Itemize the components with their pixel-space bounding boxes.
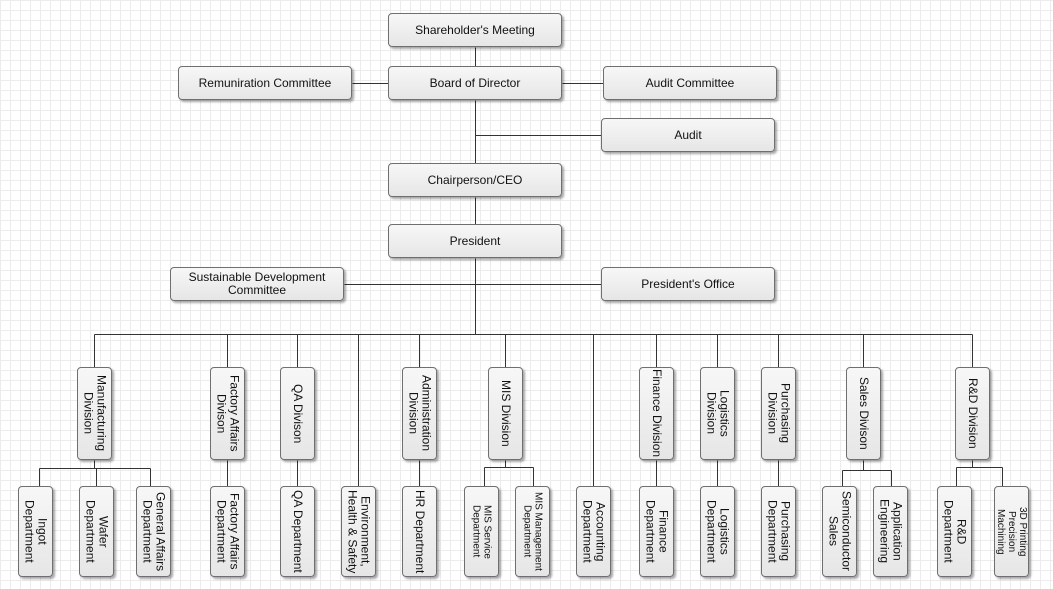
org-node-factory-affairs-div[interactable]: Factory Affairs Divison [210,367,245,460]
org-node-label: Logistics Division [704,390,732,437]
org-node-label: R&D Department [941,500,969,563]
org-node-finance-dept[interactable]: Finance Department [639,486,674,577]
org-node-label: Environment, Health & Safety [345,489,373,574]
org-node-label: President's Office [641,276,735,291]
org-node-qa-dept[interactable]: QA Department [280,486,315,577]
org-node-purchasing-dept[interactable]: Purchasing Department [761,486,796,577]
org-node-label: Sales Divison [857,377,871,450]
org-node-label: R&D Division [966,378,980,449]
org-node-label: Audit Committee [645,75,735,90]
org-node-label: Purchasing Department [765,500,793,563]
org-node-label: Ingot Department [22,500,50,563]
org-node-label: President [449,233,501,248]
org-node-label: Administration Division [406,375,434,452]
org-node-label: 3D Printing Precision Machining [995,506,1028,557]
org-node-label: Factory Affairs Department [214,493,242,570]
org-node-label: QA Department [291,490,305,573]
org-node-label: Sustainable Development Committee [188,270,326,297]
org-node-label: Purchasing Division [765,383,793,444]
org-node-label: Finance Department [643,500,671,563]
org-node-audit-committee[interactable]: Audit Committee [603,66,777,100]
org-node-label: Manufacturing Division [81,375,109,452]
org-node-president[interactable]: President [388,224,562,258]
org-node-label: Shareholder's Meeting [415,22,535,37]
org-node-rd-dept[interactable]: R&D Department [937,486,972,577]
org-node-mis-service[interactable]: MIS Service Department [464,486,499,577]
org-node-label: Chairperson/CEO [427,172,523,187]
org-node-semiconductor-sales[interactable]: Semiconductor Sales [822,486,857,577]
org-node-audit[interactable]: Audit [601,118,775,152]
org-node-rd-div[interactable]: R&D Division [955,367,990,460]
org-node-label: HR Department [413,489,427,574]
org-node-ehs[interactable]: Environment, Health & Safety [341,486,376,577]
org-node-qa-div[interactable]: QA Divison [280,367,315,460]
org-node-admin-div[interactable]: Administration Division [402,367,437,460]
org-node-application-eng[interactable]: Application Engineering [873,486,908,577]
org-node-label: Wafer Department [83,500,111,563]
org-node-label: MIS Management Department [521,492,544,571]
org-node-logistics-dept[interactable]: Logistics Department [700,486,735,577]
org-node-board[interactable]: Board of Director [388,66,562,100]
org-node-mis-div[interactable]: MIS Division [488,367,523,460]
org-node-label: MIS Division [499,380,513,447]
org-node-label: General Affairs Department [140,491,168,572]
org-node-hr[interactable]: HR Department [402,486,437,577]
org-node-label: Accounting Department [580,500,608,563]
org-node-label: Factory Affairs Divison [214,375,242,452]
org-node-remuneration[interactable]: Remuniration Committee [178,66,352,100]
org-node-purchasing-div[interactable]: Purchasing Division [761,367,796,460]
org-node-shareholders[interactable]: Shareholder's Meeting [388,13,562,47]
org-node-label: QA Divison [291,383,305,444]
org-node-manufacturing[interactable]: Manufacturing Division [77,367,112,460]
org-node-presidents-office[interactable]: President's Office [601,267,775,301]
org-node-general-affairs[interactable]: General Affairs Department [136,486,171,577]
org-node-printing-3d[interactable]: 3D Printing Precision Machining [994,486,1029,577]
org-node-label: Audit [674,127,702,142]
org-node-label: Semiconductor Sales [826,491,854,572]
org-node-sustainable[interactable]: Sustainable Development Committee [170,267,344,301]
org-node-label: Logistics Department [704,500,732,563]
org-node-label: Board of Director [429,75,521,90]
org-node-sales-div[interactable]: Sales Divison [846,367,881,460]
org-node-label: Finance Division [650,369,664,458]
org-node-ceo[interactable]: Chairperson/CEO [388,163,562,197]
org-node-accounting[interactable]: Accounting Department [576,486,611,577]
org-node-wafer[interactable]: Wafer Department [79,486,114,577]
org-node-label: Remuniration Committee [198,75,332,90]
org-node-label: Application Engineering [877,499,905,564]
org-node-label: MIS Service Department [470,504,493,559]
org-node-mis-mgmt[interactable]: MIS Management Department [515,486,550,577]
org-node-finance-div[interactable]: Finance Division [639,367,674,460]
org-node-logistics-div[interactable]: Logistics Division [700,367,735,460]
org-node-factory-affairs-dept[interactable]: Factory Affairs Department [210,486,245,577]
org-node-ingot[interactable]: Ingot Department [18,486,53,577]
